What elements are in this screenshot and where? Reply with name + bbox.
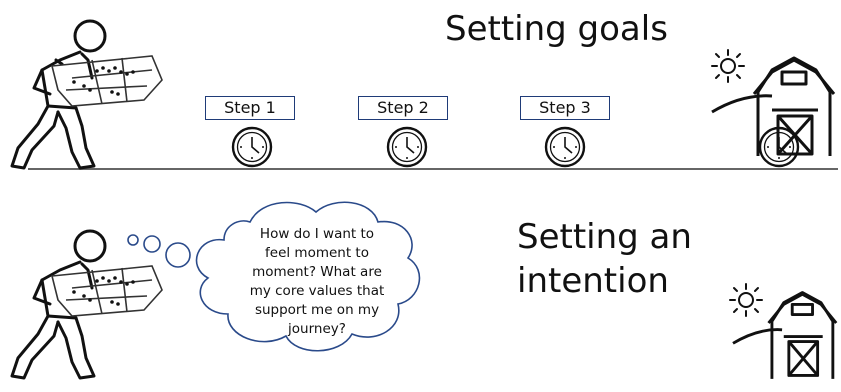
clock-icon	[231, 126, 273, 168]
step-1-label: Step 1	[205, 96, 295, 120]
thought-line: journey?	[288, 321, 346, 337]
sun-icon	[711, 49, 745, 83]
thought-line: feel moment to	[265, 245, 369, 261]
thought-line: How do I want to	[259, 226, 375, 242]
setting-intention-title-line2: intention	[517, 261, 669, 301]
thought-bubble-text: How do I want to feel moment to moment? …	[232, 225, 402, 339]
hiker-with-map-icon	[10, 19, 163, 170]
barn-icon	[732, 291, 838, 379]
clock-icon	[544, 126, 586, 168]
setting-goals-title: Setting goals	[445, 9, 668, 49]
step-3-label: Step 3	[520, 96, 610, 120]
hiker-with-map-icon	[10, 229, 163, 380]
sun-icon	[729, 283, 763, 317]
barn-icon	[711, 56, 836, 156]
clock-icon	[386, 126, 428, 168]
thought-line: my core values that	[249, 283, 385, 299]
thought-line: support me on my	[254, 302, 380, 318]
thought-line: moment? What are	[252, 264, 382, 280]
setting-intention-title-line1: Setting an	[517, 217, 692, 257]
step-2-label: Step 2	[358, 96, 448, 120]
